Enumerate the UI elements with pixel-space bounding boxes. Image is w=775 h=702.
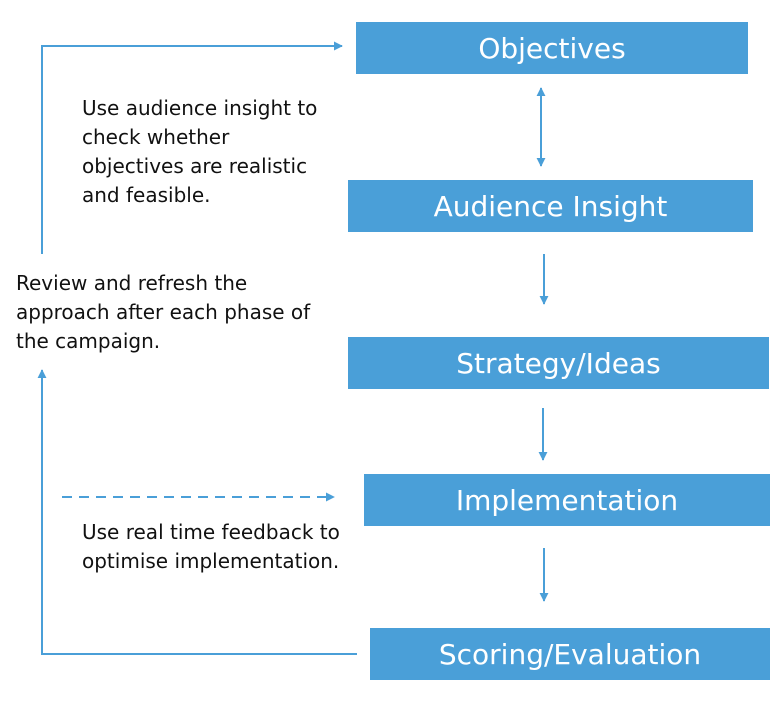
note-audience-check: Use audience insight to check whether ob… (82, 96, 318, 207)
box-scoring-evaluation: Scoring/Evaluation (370, 628, 770, 680)
box-implementation: Implementation (364, 474, 770, 526)
box-audience-insight: Audience Insight (348, 180, 753, 232)
box-strategy-ideas: Strategy/Ideas (348, 337, 769, 389)
note-review-refresh: Review and refresh the approach after ea… (16, 271, 311, 353)
box-objectives: Objectives (356, 22, 748, 74)
arrow-scoring-loop (37, 369, 357, 655)
note-realtime-feedback: Use real time feedback to optimise imple… (82, 520, 340, 573)
arrow-loop-objectives (41, 41, 343, 254)
